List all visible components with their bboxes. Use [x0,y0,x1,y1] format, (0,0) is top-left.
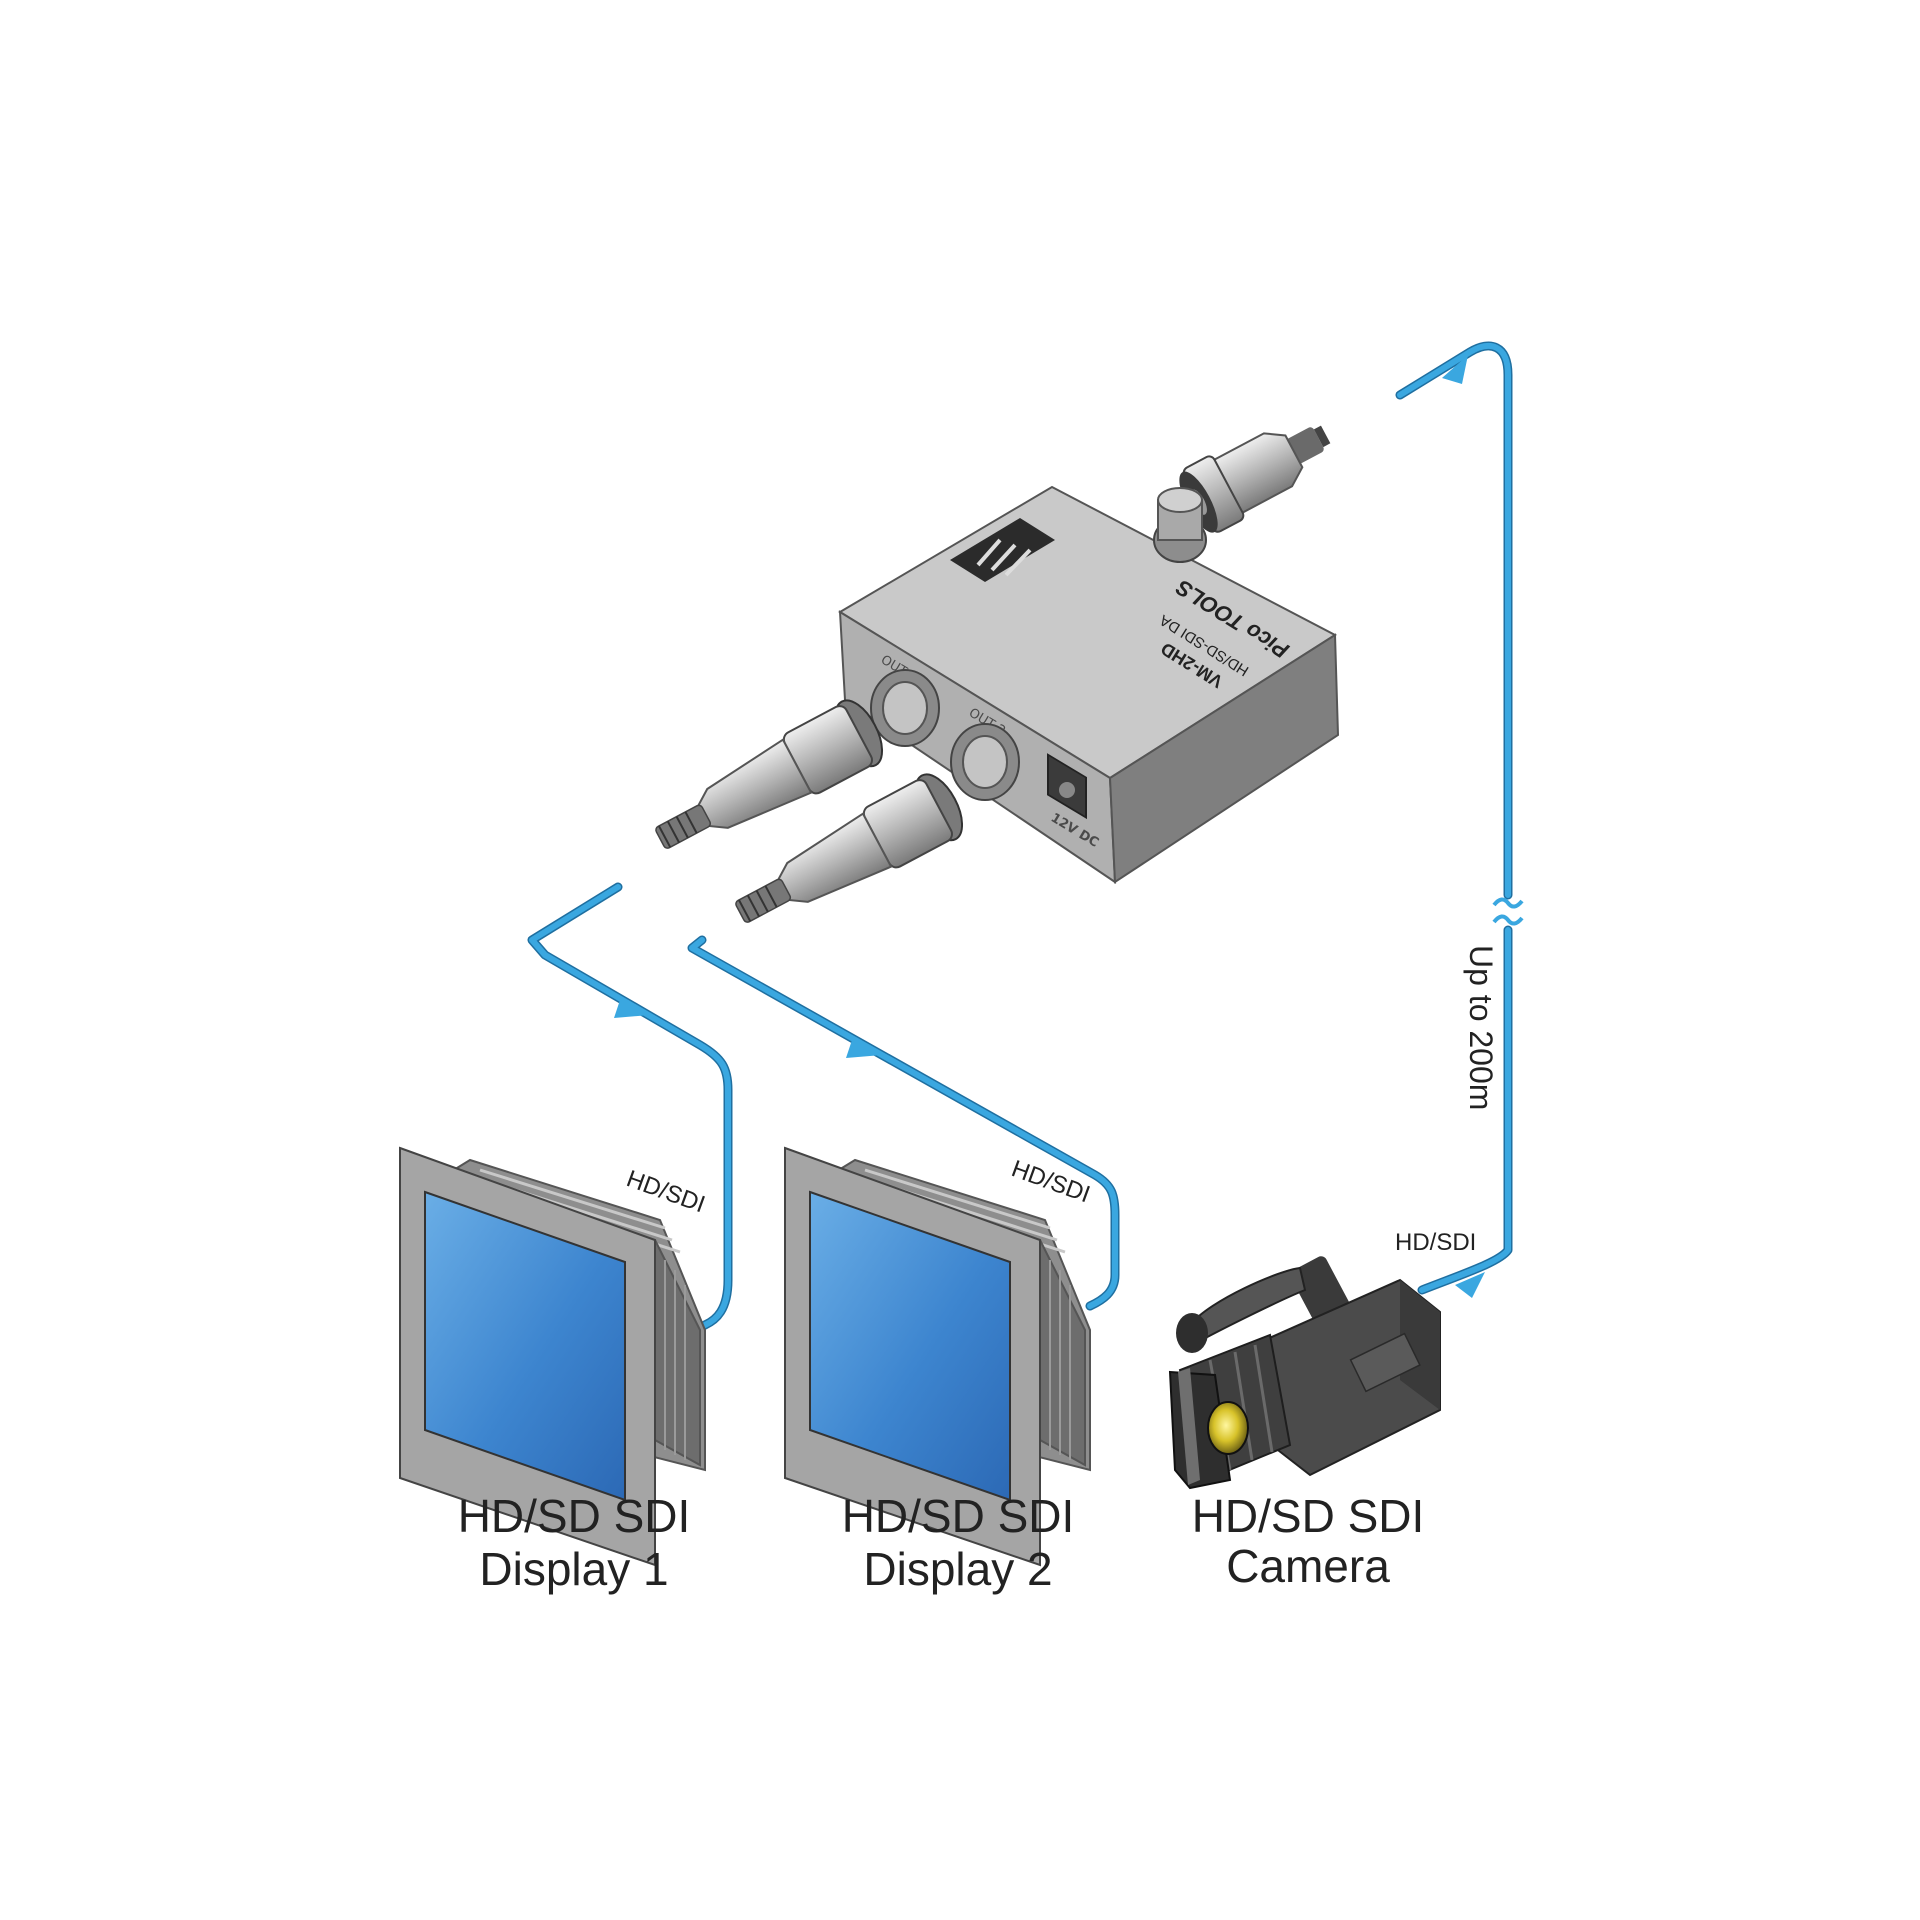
cable-camera-to-da [1395,341,1513,1295]
camera-icon [1168,1256,1441,1490]
display2-caption-line1: HD/SD SDI [842,1490,1075,1542]
cable-da-to-display2 [687,935,1120,1311]
display-icon [784,1146,1091,1567]
flow-arrow-icon [1442,355,1468,384]
logo-icon [950,518,1055,582]
flow-arrow-icon [614,1000,650,1018]
flow-arrow-icon [846,1040,882,1058]
port-out2 [950,723,1020,801]
port-out1 [870,669,940,747]
bnc-connector-icon [655,699,884,849]
display2-caption-line2: Display 2 [863,1543,1052,1595]
distance-label: Up to 200m [1463,945,1499,1110]
display-icon [399,1146,706,1567]
cable-label-display1: HD/SDI [623,1165,709,1218]
flow-arrow-icon [1455,1272,1485,1298]
cable-da-to-display1 [527,882,733,1330]
distribution-amplifier: VM-2HD HD/SD-SDI DA Pico TOOLS OUT 1 OUT… [838,485,1340,884]
bnc-connector-icon [735,773,964,923]
display1-caption-line1: HD/SD SDI [458,1490,691,1542]
cable-break-icon [1492,897,1524,926]
cable-label-camera: HD/SDI [1395,1229,1476,1256]
display1-caption-line2: Display 1 [479,1543,668,1595]
camera-caption-line2: Camera [1226,1540,1390,1592]
camera-caption-line1: HD/SD SDI [1192,1490,1425,1542]
